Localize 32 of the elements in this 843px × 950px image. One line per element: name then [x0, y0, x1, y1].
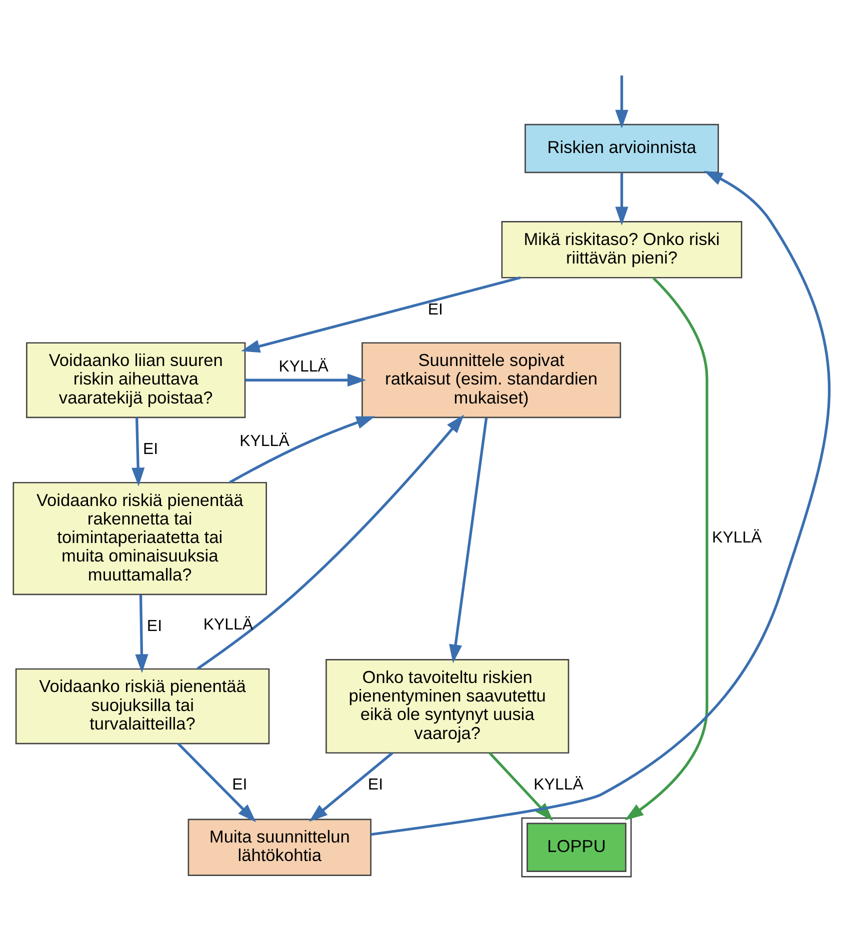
edge-label: EI — [368, 776, 384, 794]
arrow — [241, 276, 521, 352]
node-box: Riskien arvioinnista — [524, 123, 719, 173]
edge-label: KYLLÄ — [712, 529, 762, 546]
arrow — [229, 416, 376, 484]
arrow — [245, 373, 366, 386]
arrow — [135, 594, 148, 672]
node-box: LOPPU — [521, 816, 632, 877]
arrow — [132, 417, 145, 486]
edge-label: KYLLÄ — [203, 616, 254, 633]
edge-label: EI — [142, 440, 158, 458]
node-box: Voidaanko riskiä pienentää suojuksilla tai turvalaitteilla? — [15, 668, 270, 744]
node-box: Muita suunnittelun lähtökohtia — [188, 818, 372, 876]
arrow — [370, 170, 830, 836]
arrow — [449, 417, 488, 663]
edge-label: EI — [428, 300, 443, 318]
arrow — [624, 276, 708, 820]
edge-label: EI — [146, 618, 162, 635]
arrow — [196, 414, 464, 670]
edge-label: KYLLÄ — [534, 776, 584, 794]
node-box: Mikä riskitaso? Onko riski riittävän pieni? — [501, 220, 742, 278]
arrow — [615, 74, 628, 128]
arrow — [309, 751, 394, 822]
edge-label: KYLLÄ — [278, 358, 328, 376]
edge-label: EI — [232, 776, 248, 794]
edge-label: KYLLÄ — [240, 432, 290, 450]
node-box: Suunnittele sopivat ratkaisut (esim. standardien mukaiset) — [362, 342, 622, 418]
node-box: Voidaanko riskiä pienentää rakennetta tai toimintaperiaatetta tai muita ominaisuuksia muuttamalla? — [12, 481, 267, 595]
node-box: Voidaanko liian suuren riskin aiheuttava vaaratekijä poistaa? — [26, 342, 246, 418]
node-box: Onko tavoiteltu riskien pienentyminen saavutettu eikä ole syntynyt uusia vaaroja? — [326, 658, 570, 754]
arrow — [615, 172, 628, 225]
arrow — [177, 742, 256, 822]
